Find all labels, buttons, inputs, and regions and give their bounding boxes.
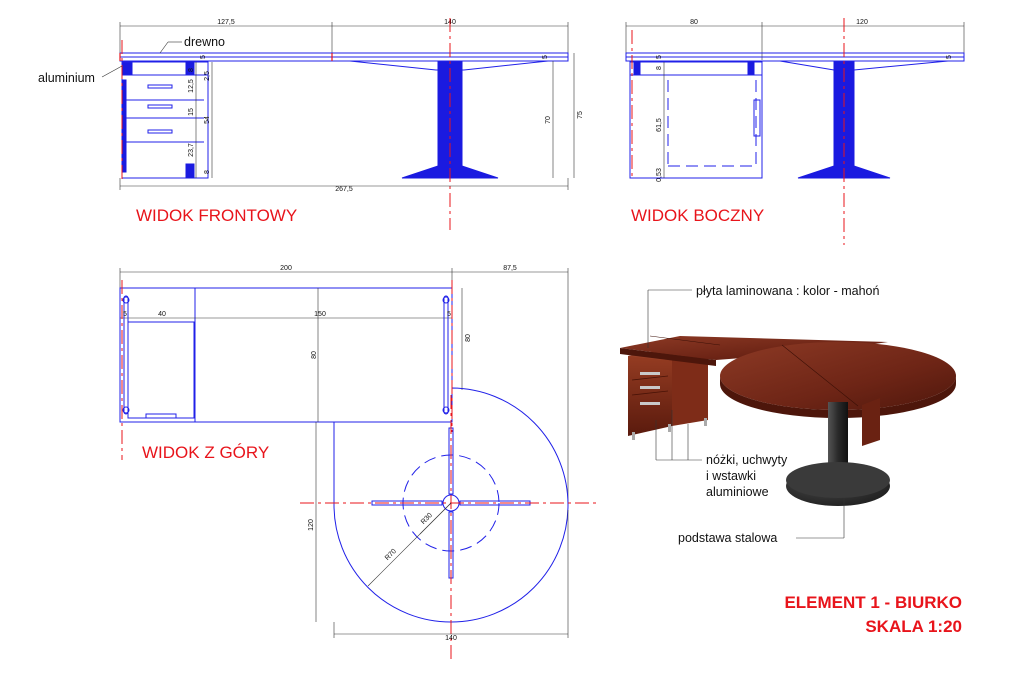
- dim-top-inner-width: 150: [314, 311, 326, 318]
- top-view: 200 87,5 5 40 150 5 80 80: [119, 265, 600, 660]
- dim-front-leg-height: 70: [545, 116, 552, 124]
- label-legs-line3: aluminiowe: [706, 485, 769, 499]
- dim-top-round-width: 140: [445, 635, 457, 642]
- dim-side-right-depth: 120: [856, 19, 868, 26]
- dim-top-width: 200: [280, 265, 292, 272]
- dim-front-drawer-b: 2,5: [204, 71, 211, 81]
- label-wood: drewno: [184, 35, 225, 49]
- dim-front-drawer-d: 23,7: [188, 143, 195, 157]
- view-title-side: WIDOK BOCZNY: [631, 206, 764, 225]
- dim-front-pedestal-top: 8: [188, 68, 195, 72]
- label-legs-line1: nóżki, uchwyty: [706, 453, 788, 467]
- dim-side-ped-top: 8: [656, 66, 663, 70]
- dim-front-total-height: 75: [577, 111, 584, 119]
- dim-side-ped-gap: 3: [656, 168, 663, 172]
- label-legs-line2: i wstawki: [706, 469, 756, 483]
- label-steel-base: podstawa stalowa: [678, 531, 777, 545]
- dim-front-pedestal-height: 54: [204, 116, 211, 124]
- dim-top-drawer-width: 40: [158, 311, 166, 318]
- title-scale: SKALA 1:20: [865, 617, 962, 636]
- view-title-front: WIDOK FRONTOWY: [136, 206, 297, 225]
- dim-front-top-thickness-b: 5: [542, 55, 549, 59]
- side-view: 80 120 8 61,5 3 0,5 5 5 WIDOK BOCZNY: [625, 18, 965, 245]
- dim-front-left-width: 127,5: [217, 19, 235, 26]
- dim-top-depth: 80: [311, 351, 318, 359]
- label-laminate: płyta laminowana : kolor - mahoń: [696, 284, 879, 298]
- dim-side-top-a: 5: [656, 55, 663, 59]
- title-element: ELEMENT 1 - BIURKO: [784, 593, 962, 612]
- dim-front-pedestal-bottom: 8: [204, 170, 211, 174]
- dim-top-round-depth: 120: [308, 519, 315, 531]
- dim-top-left-inset: 5: [123, 311, 127, 318]
- dim-top-inner-radius: R30: [420, 512, 434, 526]
- dim-side-ped-height: 61,5: [656, 118, 663, 132]
- dim-front-total-width: 267,5: [335, 186, 353, 193]
- dim-top-right-inset: 5: [447, 311, 451, 318]
- desk-3d-render: płyta laminowana : kolor - mahoń nóżki, …: [620, 284, 956, 545]
- dim-top-depth-side: 80: [465, 334, 472, 342]
- front-view: 127,5 140 8 12,5 15 23,7 54 8 2,5 5: [38, 18, 584, 230]
- dim-front-drawer-c: 15: [188, 108, 195, 116]
- dim-side-left-depth: 80: [690, 19, 698, 26]
- dim-top-overhang: 87,5: [503, 265, 517, 272]
- dim-front-top-thickness-a: 5: [200, 55, 207, 59]
- dim-side-top-b: 5: [946, 55, 953, 59]
- title-block: ELEMENT 1 - BIURKO SKALA 1:20: [784, 593, 962, 636]
- dim-top-outer-radius: R70: [384, 548, 398, 562]
- dim-front-drawer-a: 12,5: [188, 79, 195, 93]
- view-title-top: WIDOK Z GÓRY: [142, 443, 269, 462]
- label-aluminium: aluminium: [38, 71, 95, 85]
- dim-side-ped-base: 0,5: [656, 172, 663, 182]
